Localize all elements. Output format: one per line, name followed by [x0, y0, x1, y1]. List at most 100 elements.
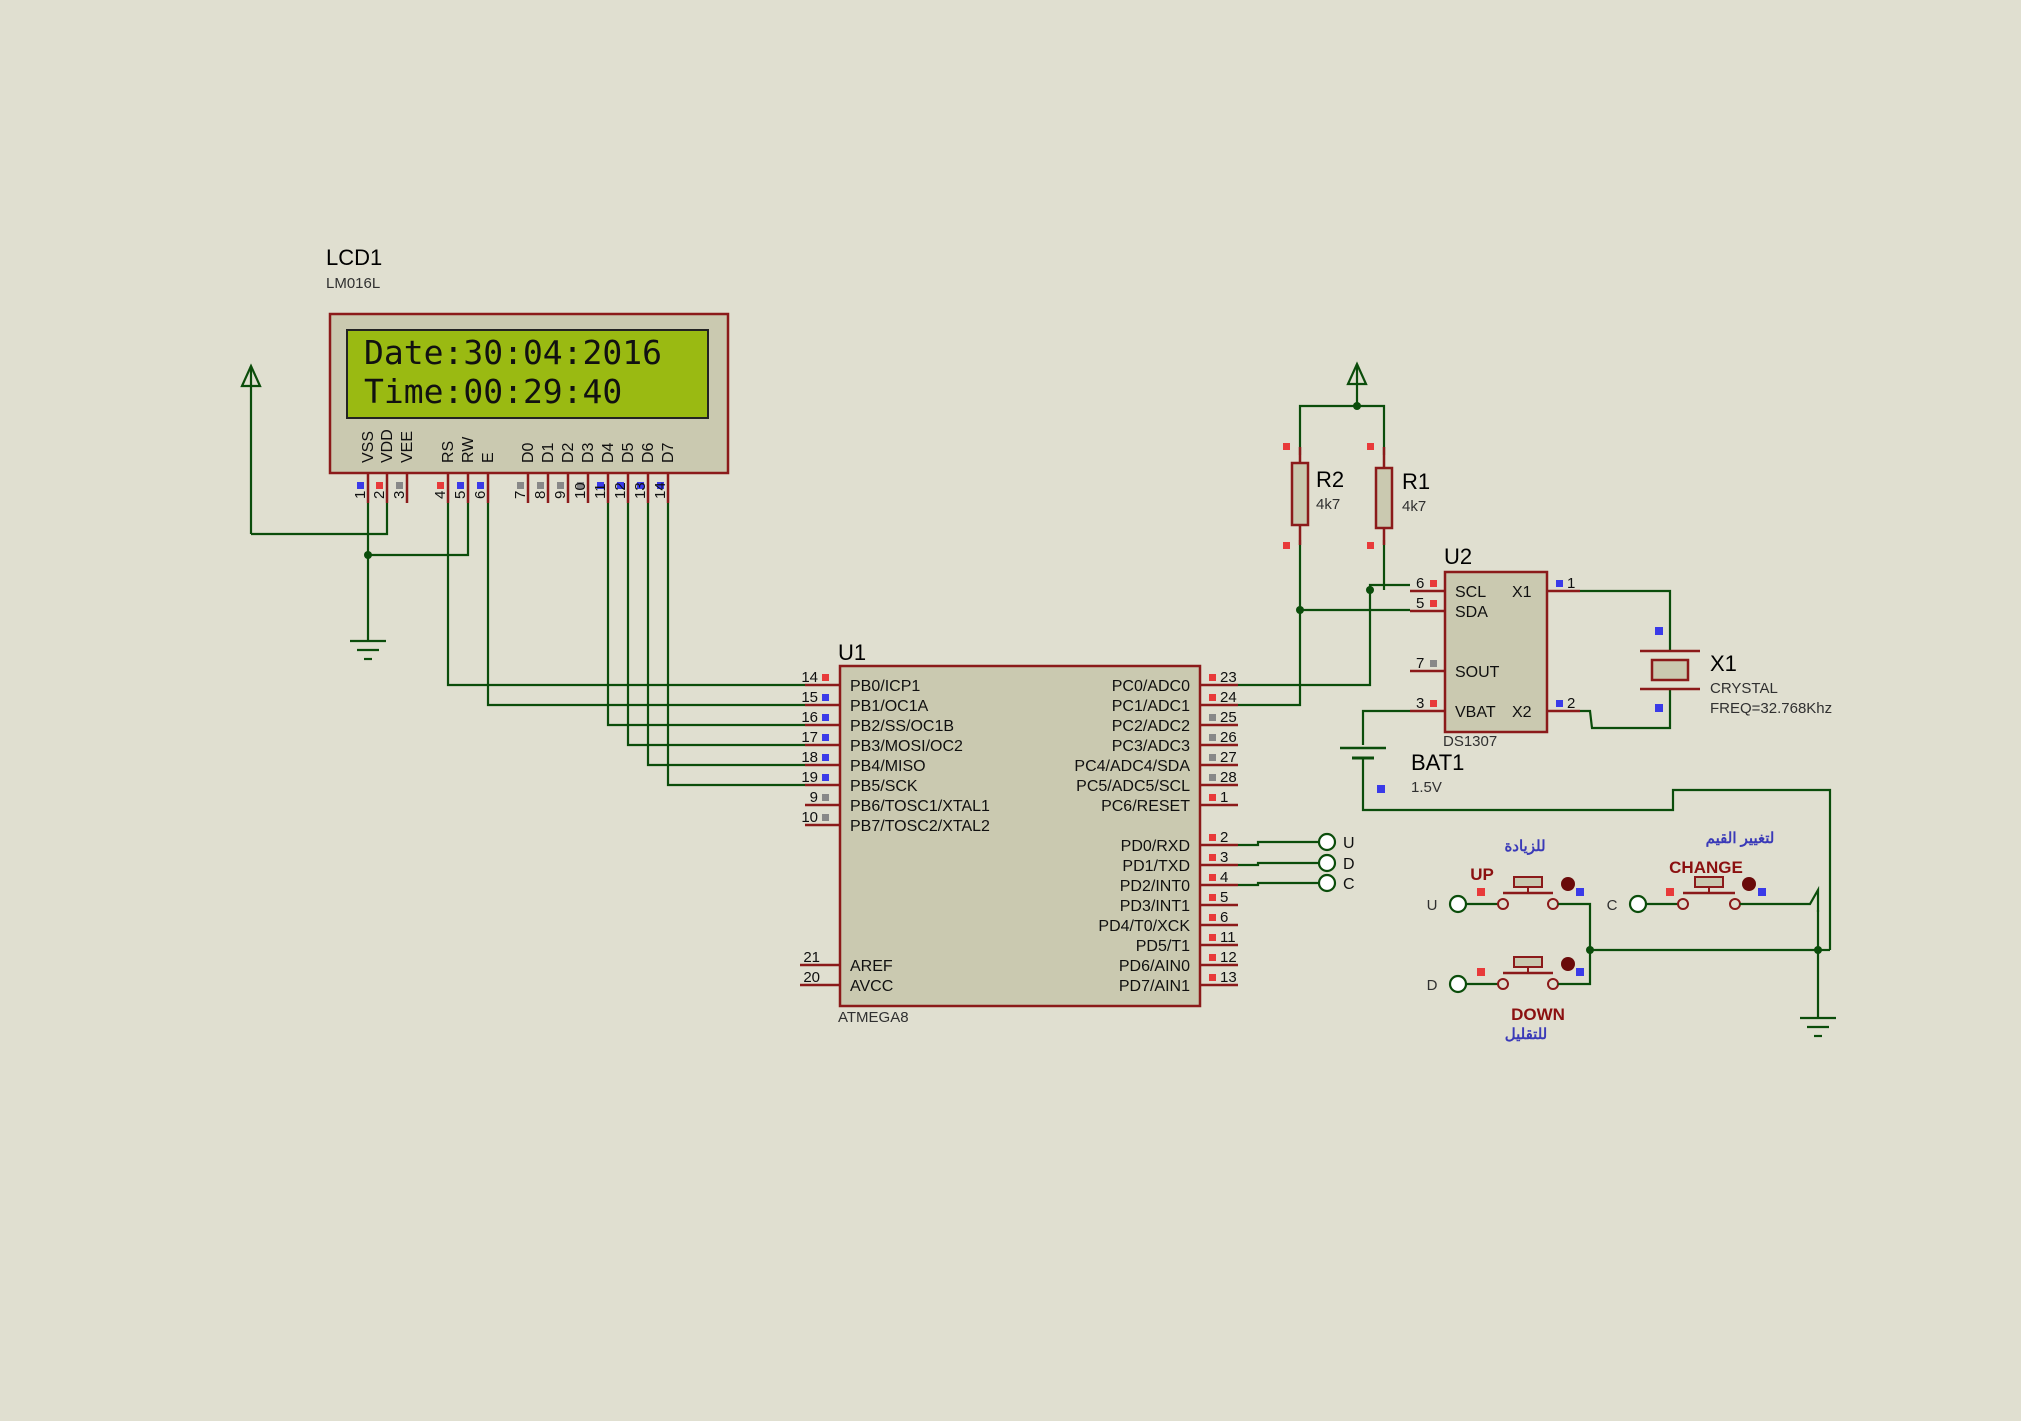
lcd-line-1: Date:30:04:2016: [364, 333, 662, 372]
battery-value: 1.5V: [1411, 779, 1442, 796]
button-down-terminal: D: [1427, 977, 1438, 994]
terminal-c[interactable]: [1317, 873, 1337, 893]
mcu-left-pins: 14PB0/ICP115PB1/OC1A16PB2/SS/OC1B17PB3/M…: [801, 669, 990, 835]
lcd-pin-number: 12: [612, 482, 629, 499]
mcu-left-low-pin-num: 21: [803, 949, 820, 966]
mcu-right-pin-num: 24: [1220, 689, 1237, 706]
mcu-ref: U1: [838, 640, 866, 665]
mcu-left-pin-num: 18: [801, 749, 818, 766]
rtc-ref: U2: [1444, 544, 1472, 569]
lcd-pin-name: VSS: [360, 431, 377, 463]
mcu-right-pin-name: PD4/T0/XCK: [1098, 918, 1190, 935]
rtc-part: DS1307: [1443, 733, 1497, 750]
mcu-right-pin-num: 28: [1220, 769, 1237, 786]
mcu-left-pin-num: 9: [810, 789, 818, 806]
resistor-r2[interactable]: R2 4k7: [1283, 443, 1344, 549]
rtc-ds1307[interactable]: U2 DS1307 6 5 7 3 SCL SDA SOUT VBAT 1 2 …: [1410, 544, 1580, 750]
mcu-right-pin-name: PC6/RESET: [1101, 798, 1190, 815]
mcu-left-low-pin-num: 20: [803, 969, 820, 986]
button-up[interactable]: للزيادة UP U: [1427, 838, 1592, 950]
rtc-pin-x2: X2: [1512, 704, 1532, 721]
rtc-body: [1443, 570, 1549, 734]
mcu-right-pin-name: PC1/ADC1: [1112, 698, 1190, 715]
mcu-right-pin-num: 27: [1220, 749, 1237, 766]
resistor-r2-value: 4k7: [1316, 496, 1340, 513]
lcd-pin-name: E: [480, 452, 497, 463]
button-up-arabic: للزيادة: [1504, 838, 1545, 855]
mcu-right-pin-name: PD0/RXD: [1121, 838, 1190, 855]
mcu-right-pin-num: 6: [1220, 909, 1228, 926]
mcu-left-pin-num: 10: [801, 809, 818, 826]
button-down-title: DOWN: [1511, 1005, 1565, 1024]
lcd-pin-name: D6: [640, 442, 657, 463]
lcd-pin-name: D2: [560, 442, 577, 463]
mcu-right-pin-num: 5: [1220, 889, 1228, 906]
button-down[interactable]: DOWN للتقليل D: [1427, 950, 1592, 1043]
button-up-terminal: U: [1427, 897, 1438, 914]
battery-bat1[interactable]: BAT1 1.5V: [1340, 709, 1832, 950]
mcu-right-pin-name: PD7/AIN1: [1119, 978, 1190, 995]
terminal-c-label: C: [1343, 876, 1355, 893]
lcd-pin-number: 10: [572, 482, 589, 499]
mcu-right-pin-name: PC5/ADC5/SCL: [1076, 778, 1190, 795]
resistor-r2-ref: R2: [1316, 467, 1344, 492]
mcu-right-pin-name: PD2/INT0: [1120, 878, 1190, 895]
resistor-r1-value: 4k7: [1402, 498, 1426, 515]
rtc-pin-num-x2: 2: [1567, 695, 1575, 712]
rtc-pin-scl: SCL: [1455, 584, 1486, 601]
resistor-r1[interactable]: R1 4k7: [1367, 443, 1430, 549]
lcd-screen: [346, 329, 709, 419]
lcd-line-2: Time:00:29:40: [364, 372, 622, 411]
crystal-freq: FREQ=32.768Khz: [1710, 700, 1832, 717]
mcu-right-pin-num: 25: [1220, 709, 1237, 726]
mcu-right-pin-name: PC0/ADC0: [1112, 678, 1190, 695]
mcu-body: [838, 664, 1202, 1008]
rtc-pin-sda: SDA: [1455, 604, 1488, 621]
rtc-pin-num-sda: 5: [1416, 595, 1424, 612]
mcu-right-pin-name: PD3/INT1: [1120, 898, 1190, 915]
rtc-pin-sout: SOUT: [1455, 664, 1500, 681]
lcd-ref: LCD1: [326, 245, 382, 270]
button-change[interactable]: لتغيير القيم CHANGE C: [1607, 830, 1820, 950]
mcu-left-pin-num: 16: [801, 709, 818, 726]
crystal-ref: X1: [1710, 651, 1737, 676]
lcd-pin-number: 13: [632, 482, 649, 499]
button-change-terminal: C: [1607, 897, 1618, 914]
lcd-pin-number: 5: [452, 491, 469, 499]
mcu-right-pin-num: 12: [1220, 949, 1237, 966]
mcu-right-pin-num: 1: [1220, 789, 1228, 806]
lcd-wires: [251, 503, 805, 787]
lcd-pin-name: D0: [520, 442, 537, 463]
lcd-part: LM016L: [326, 275, 380, 292]
mcu-right-pin-name: PC2/ADC2: [1112, 718, 1190, 735]
terminal-d[interactable]: [1317, 853, 1337, 873]
lcd-pin-name: D3: [580, 442, 597, 463]
mcu-right-pin-name: PD5/T1: [1136, 938, 1190, 955]
mcu-right-pin-num: 2: [1220, 829, 1228, 846]
lcd-module[interactable]: LCD1 LM016L Date:30:04:2016 Time:00:29:4…: [326, 245, 730, 503]
resistor-r1-ref: R1: [1402, 469, 1430, 494]
mcu-left-pin-name: PB4/MISO: [850, 758, 926, 775]
lcd-pin-name: D5: [620, 442, 637, 463]
terminal-u[interactable]: [1317, 832, 1337, 852]
lcd-pin-number: 14: [652, 482, 669, 499]
mcu-right-pin-num: 4: [1220, 869, 1228, 886]
lcd-pin-number: 6: [472, 491, 489, 499]
lcd-pin-name: VEE: [399, 431, 416, 463]
crystal-type: CRYSTAL: [1710, 680, 1778, 697]
rtc-pin-num-vbat: 3: [1416, 695, 1424, 712]
lcd-pin-number: 2: [371, 491, 388, 499]
i2c-wires: [1238, 361, 1410, 707]
power-arrow-left: [240, 363, 262, 534]
crystal-x1[interactable]: X1 CRYSTAL FREQ=32.768Khz: [1580, 589, 1832, 730]
lcd-pin-number: 4: [432, 491, 449, 499]
mcu-right-pin-num: 11: [1220, 929, 1236, 946]
button-down-arabic: للتقليل: [1505, 1026, 1548, 1043]
mcu-atmega8[interactable]: U1 ATMEGA8 14PB0/ICP115PB1/OC1A16PB2/SS/…: [800, 640, 1238, 1026]
mcu-right-pin-num: 13: [1220, 969, 1237, 986]
terminal-u-label: U: [1343, 835, 1355, 852]
lcd-pin-number: 7: [512, 491, 529, 499]
mcu-left-pin-name: PB1/OC1A: [850, 698, 929, 715]
rtc-pin-vbat: VBAT: [1455, 704, 1496, 721]
